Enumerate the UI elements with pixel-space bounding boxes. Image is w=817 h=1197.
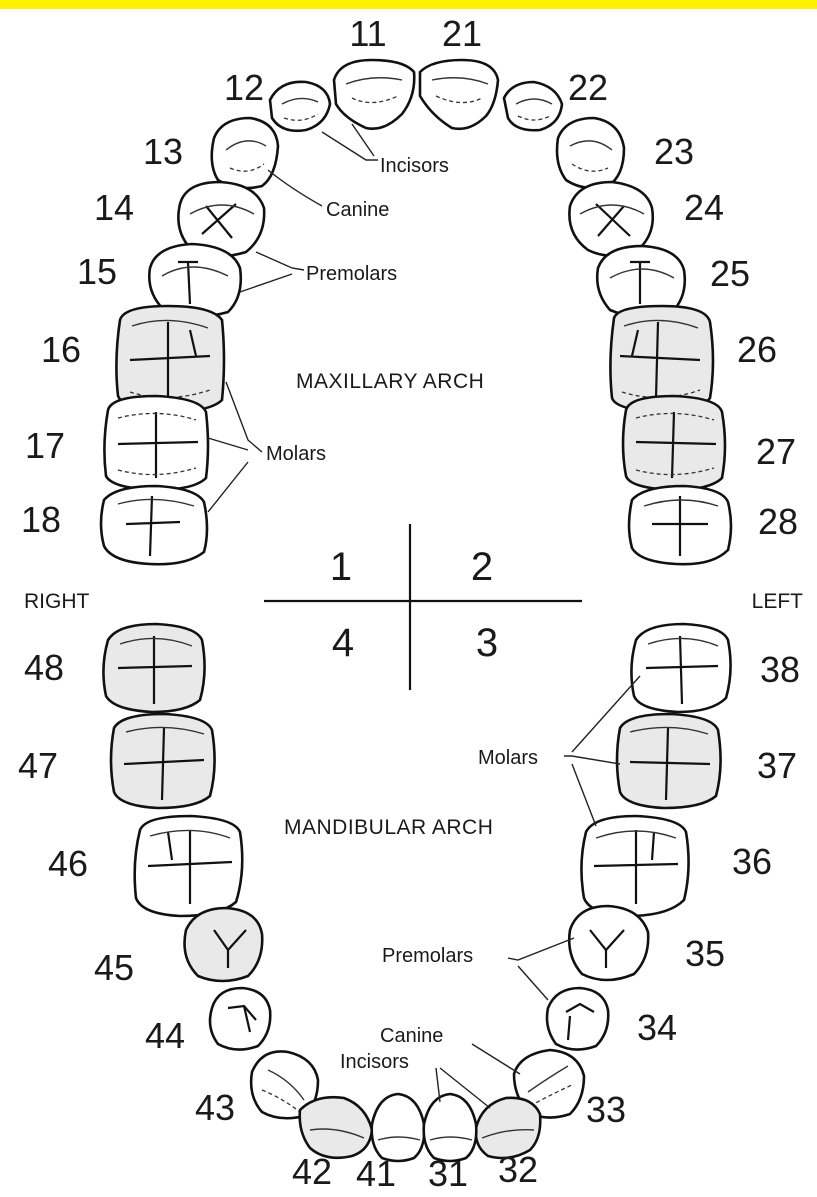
- tooth-34[interactable]: [545, 986, 610, 1051]
- tooth-32[interactable]: [474, 1096, 542, 1160]
- label-lower-molars: Molars: [478, 747, 538, 769]
- tooth-17[interactable]: [103, 394, 210, 492]
- tooth-13[interactable]: [210, 116, 280, 190]
- quadrant-2: 2: [471, 545, 493, 589]
- tooth-41[interactable]: [370, 1092, 426, 1163]
- label-lower-premolars: Premolars: [382, 945, 473, 967]
- maxillary-arch-label: MAXILLARY ARCH: [296, 370, 484, 393]
- number-34: 34: [637, 1007, 677, 1048]
- label-lower-canine: Canine: [380, 1025, 443, 1047]
- tooth-37[interactable]: [615, 712, 722, 810]
- number-16: 16: [41, 329, 81, 370]
- label-upper-canine: Canine: [326, 199, 389, 221]
- number-26: 26: [737, 329, 777, 370]
- tooth-27[interactable]: [621, 394, 727, 492]
- number-38: 38: [760, 649, 800, 690]
- tooth-26[interactable]: [609, 304, 715, 414]
- tooth-21[interactable]: [418, 58, 500, 131]
- tooth-36[interactable]: [580, 814, 690, 918]
- tooth-18[interactable]: [99, 484, 209, 566]
- tooth-22[interactable]: [502, 80, 564, 132]
- label-upper-premolars: Premolars: [306, 263, 397, 285]
- tooth-14[interactable]: [177, 180, 266, 258]
- number-28: 28: [758, 501, 798, 542]
- number-15: 15: [77, 251, 117, 292]
- tooth-44[interactable]: [208, 986, 272, 1051]
- quadrant-3: 3: [476, 621, 498, 665]
- mandibular-arch-label: MANDIBULAR ARCH: [284, 816, 493, 839]
- quadrant-1: 1: [330, 545, 352, 589]
- tooth-25[interactable]: [595, 244, 687, 318]
- maxillary-teeth: [99, 58, 733, 566]
- number-14: 14: [94, 187, 134, 228]
- tooth-numbers: 11 12 13 14 15 16 17 18 21 22 23 24 25 2…: [18, 13, 800, 1194]
- number-33: 33: [586, 1089, 626, 1130]
- number-13: 13: [143, 131, 183, 172]
- number-35: 35: [685, 933, 725, 974]
- tooth-42[interactable]: [298, 1095, 374, 1160]
- tooth-43[interactable]: [249, 1050, 320, 1120]
- tooth-46[interactable]: [133, 814, 244, 918]
- number-24: 24: [684, 187, 724, 228]
- number-23: 23: [654, 131, 694, 172]
- number-12: 12: [224, 67, 264, 108]
- quadrant-divider: [264, 524, 582, 690]
- number-32: 32: [498, 1149, 538, 1190]
- label-upper-molars: Molars: [266, 443, 326, 465]
- label-lower-incisors: Incisors: [340, 1051, 409, 1073]
- tooth-31[interactable]: [422, 1092, 478, 1163]
- tooth-23[interactable]: [555, 116, 626, 190]
- side-left-label: LEFT: [752, 590, 804, 613]
- quadrant-4: 4: [332, 621, 354, 665]
- number-27: 27: [756, 431, 796, 472]
- tooth-24[interactable]: [568, 180, 655, 257]
- number-36: 36: [732, 841, 772, 882]
- number-46: 46: [48, 843, 88, 884]
- number-41: 41: [356, 1153, 396, 1194]
- number-47: 47: [18, 745, 58, 786]
- tooth-12[interactable]: [268, 80, 332, 133]
- tooth-28[interactable]: [627, 484, 733, 566]
- tooth-35[interactable]: [567, 904, 650, 982]
- number-43: 43: [195, 1087, 235, 1128]
- label-upper-incisors: Incisors: [380, 155, 449, 177]
- number-22: 22: [568, 67, 608, 108]
- side-right-label: RIGHT: [24, 590, 90, 613]
- number-45: 45: [94, 947, 134, 988]
- tooth-11[interactable]: [332, 58, 416, 130]
- number-17: 17: [25, 425, 65, 466]
- tooth-16[interactable]: [115, 304, 226, 414]
- number-31: 31: [428, 1153, 468, 1194]
- number-21: 21: [442, 13, 482, 54]
- number-18: 18: [21, 499, 61, 540]
- leader-lines: [207, 123, 641, 1109]
- number-48: 48: [24, 647, 64, 688]
- tooth-47[interactable]: [109, 712, 216, 810]
- number-44: 44: [145, 1015, 185, 1056]
- number-37: 37: [757, 745, 797, 786]
- number-25: 25: [710, 253, 750, 294]
- mandibular-teeth: [102, 622, 732, 1163]
- tooth-45[interactable]: [183, 906, 264, 983]
- tooth-48[interactable]: [102, 622, 206, 714]
- tooth-38[interactable]: [630, 622, 732, 714]
- top-accent-bar: [0, 0, 817, 9]
- number-42: 42: [292, 1151, 332, 1192]
- number-11: 11: [349, 13, 386, 54]
